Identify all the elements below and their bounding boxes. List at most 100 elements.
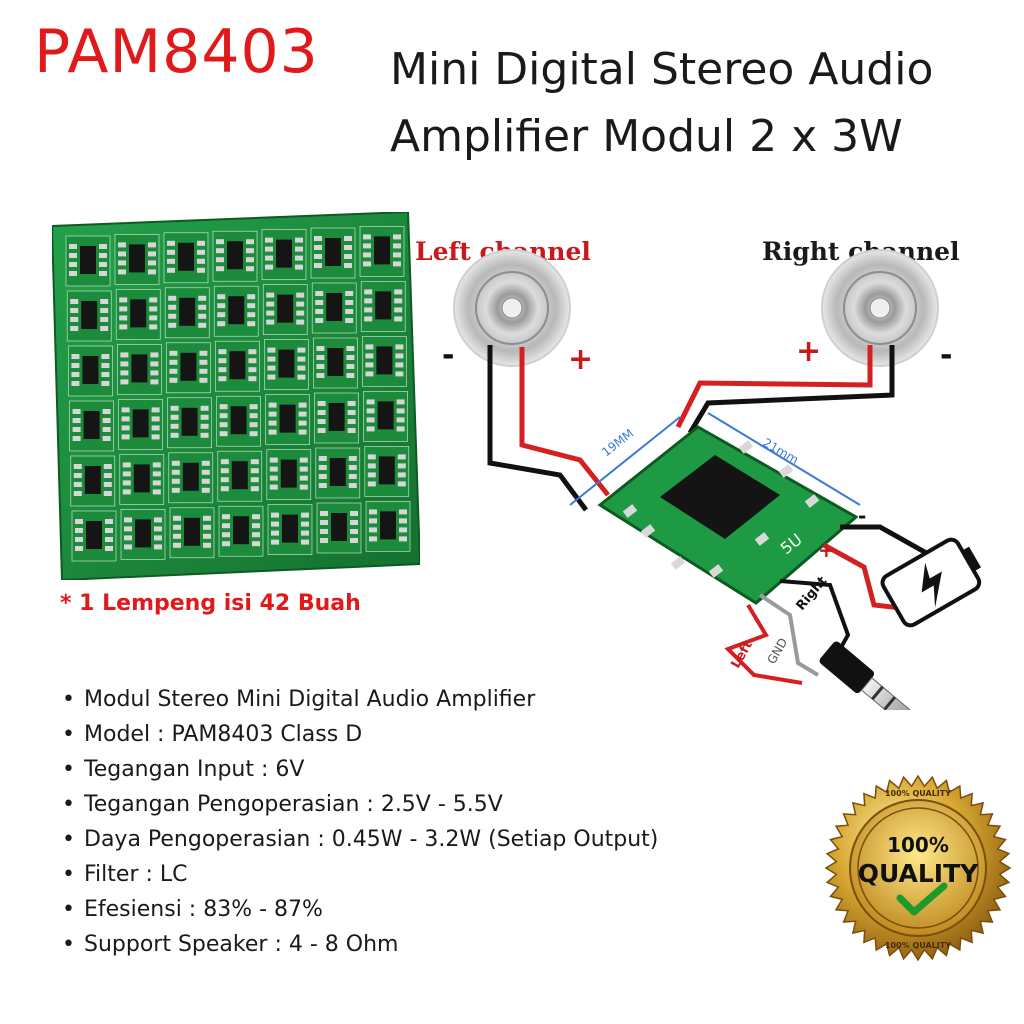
power-plus-mark: + <box>818 538 835 562</box>
jack-gnd-wire <box>758 593 820 677</box>
bullet-icon: • <box>62 792 75 817</box>
left-black-wire <box>487 345 589 512</box>
quality-badge-icon: 100% QUALITY 100% QUALITY 100% QUALITY <box>824 774 1012 962</box>
product-title-line-2: Amplifier Modul 2 x 3W <box>390 111 903 162</box>
spec-text: Tegangan Pengoperasian : 2.5V - 5.5V <box>84 792 503 817</box>
spec-item: • Model : PAM8403 Class D <box>62 717 658 752</box>
pcb-module <box>66 290 112 342</box>
bullet-icon: • <box>62 757 75 782</box>
pcb-module <box>212 230 258 282</box>
pcb-module <box>164 287 210 339</box>
spec-text: Filter : LC <box>84 862 188 887</box>
power-red-wire <box>822 542 911 612</box>
pcb-module <box>169 507 215 559</box>
pcb-module <box>314 392 359 444</box>
pcb-module <box>310 227 356 279</box>
pcb-module <box>167 397 212 449</box>
right-red-wire <box>675 345 873 429</box>
jack-left-label: Left <box>728 638 755 671</box>
bullet-icon: • <box>62 897 75 922</box>
spec-item: • Modul Stereo Mini Digital Audio Amplifi… <box>62 682 658 717</box>
pcb-module <box>264 339 309 390</box>
pcb-module <box>119 454 165 505</box>
spec-item: • Daya Pengoperasian : 0.45W - 3.2W (Seti… <box>62 822 658 857</box>
pcb-module <box>213 285 259 337</box>
left-speaker-icon <box>453 249 571 367</box>
right-minus-mark: - <box>940 338 952 373</box>
length-dimension-label: 21mm <box>761 435 801 466</box>
pcb-module <box>115 289 161 340</box>
pcb-module <box>316 502 362 554</box>
pcb-module <box>364 446 410 497</box>
right-speaker-icon <box>821 249 939 367</box>
bullet-icon: • <box>62 722 75 747</box>
pcb-module <box>363 391 408 442</box>
pcb-module <box>117 344 162 395</box>
spec-item: • Filter : LC <box>62 857 658 892</box>
pcb-module <box>163 232 209 284</box>
pcb-module <box>218 505 264 557</box>
audio-jack-icon <box>819 641 913 710</box>
right-black-wire <box>687 345 895 435</box>
badge-ring-text-top: 100% QUALITY <box>885 789 951 798</box>
pcb-module <box>261 229 307 280</box>
power-minus-mark: - <box>858 504 866 528</box>
badge-ring-text-bottom: 100% QUALITY <box>885 941 951 950</box>
pcb-module <box>217 450 263 502</box>
pcb-module <box>265 394 310 445</box>
spec-text: Support Speaker : 4 - 8 Ohm <box>84 932 399 957</box>
pcb-module <box>362 336 407 387</box>
bullet-icon: • <box>62 827 75 852</box>
pcb-module <box>262 284 308 335</box>
spec-item: • Efesiensi : 83% - 87% <box>62 892 658 927</box>
spec-list: • Modul Stereo Mini Digital Audio Amplifi… <box>62 682 658 962</box>
left-plus-mark: + <box>568 342 593 377</box>
badge-word: QUALITY <box>858 859 979 888</box>
pcb-module <box>313 337 358 389</box>
pcb-module <box>166 342 211 394</box>
battery-icon <box>880 537 982 628</box>
pcb-module <box>114 234 160 285</box>
pcb-module <box>267 504 313 555</box>
spec-text: Model : PAM8403 Class D <box>84 722 363 747</box>
pcb-module <box>70 455 116 507</box>
product-title-line-1: Mini Digital Stereo Audio <box>390 44 934 95</box>
jack-right-label: Right <box>794 574 831 614</box>
jack-left-wire <box>724 603 803 685</box>
pcb-module <box>168 452 214 504</box>
pcb-module <box>315 447 361 499</box>
left-red-wire <box>519 347 610 497</box>
left-minus-mark: - <box>442 338 454 373</box>
checkmark-icon <box>896 882 948 916</box>
pcb-panel-image <box>52 212 420 580</box>
bullet-icon: • <box>62 862 75 887</box>
spec-item: •Tegangan Input : 6V <box>62 752 658 787</box>
pcb-module <box>69 400 114 452</box>
right-plus-mark: + <box>796 334 821 369</box>
pcb-module <box>71 510 117 562</box>
spec-text: Efesiensi : 83% - 87% <box>84 897 323 922</box>
pcb-module <box>65 235 111 287</box>
spec-item: • Support Speaker : 4 - 8 Ohm <box>62 927 658 962</box>
pcb-module <box>68 345 113 397</box>
pcb-module <box>266 449 312 500</box>
panel-quantity-note: * 1 Lempeng isi 42 Buah <box>60 591 361 616</box>
pcb-module <box>360 281 406 332</box>
spec-text: Daya Pengoperasian : 0.45W - 3.2W (Setia… <box>84 827 659 852</box>
pcb-module <box>365 501 411 552</box>
wiring-diagram: Left channel Right channel - + + - OU <box>415 237 982 710</box>
pcb-module <box>216 395 261 447</box>
pcb-module-grid <box>65 226 411 562</box>
spec-text: Modul Stereo Mini Digital Audio Amplifie… <box>84 687 536 712</box>
bullet-icon: • <box>62 932 75 957</box>
bullet-icon: • <box>62 687 75 712</box>
badge-percent: 100% <box>887 833 949 857</box>
jack-gnd-label: GND <box>764 636 790 667</box>
pcb-module <box>120 509 166 560</box>
spec-item: • Tegangan Pengoperasian : 2.5V - 5.5V <box>62 787 658 822</box>
pcb-module <box>118 399 163 450</box>
brand-title: PAM8403 <box>34 17 319 87</box>
pcb-module <box>359 226 405 277</box>
pcb-module <box>311 282 357 334</box>
pcb-module <box>215 340 260 392</box>
